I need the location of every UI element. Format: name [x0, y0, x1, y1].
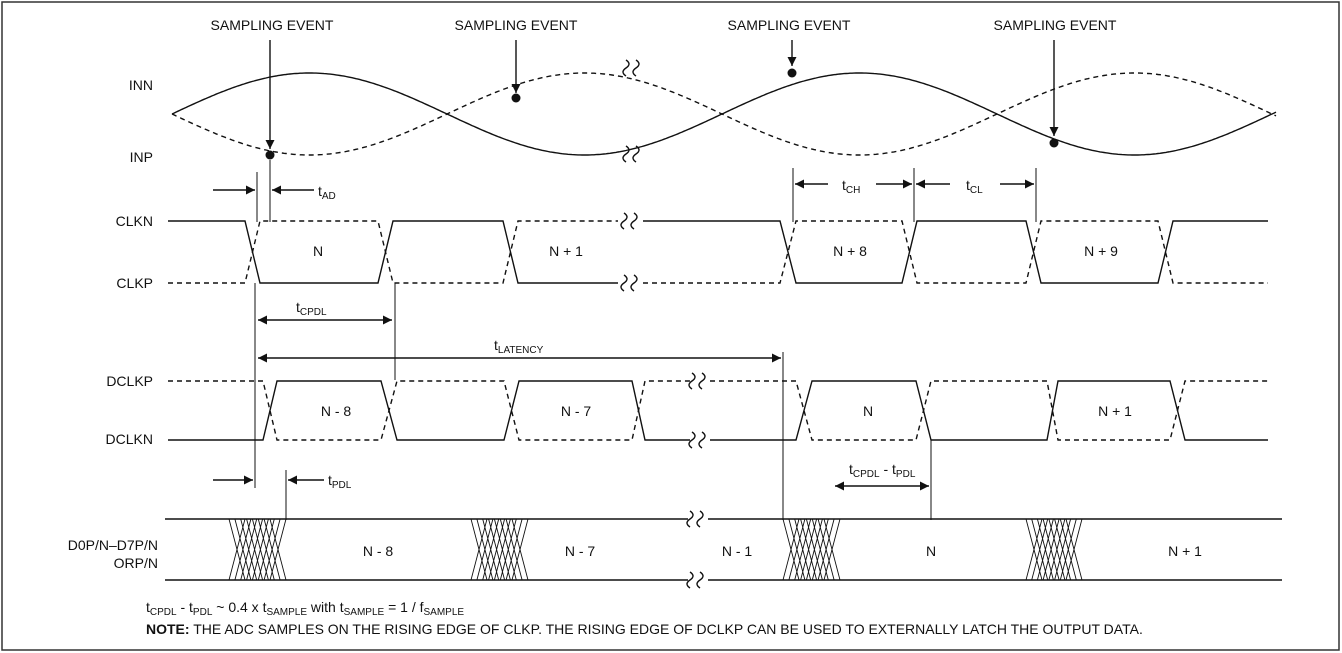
tdiff-label: tCPDL - tPDL — [849, 461, 916, 480]
dclk-period-label-2: N - 7 — [561, 403, 592, 419]
inn-waveform — [171, 72, 1277, 156]
signal-label-inp: INP — [130, 149, 153, 165]
sampling-event-label-4: SAMPLING EVENT — [994, 17, 1117, 33]
break-mark-sine-top — [622, 59, 640, 77]
tpdl-label: tPDL — [328, 472, 352, 491]
sampling-event-label-1: SAMPLING EVENT — [211, 17, 334, 33]
tlatency-label: tLATENCY — [494, 337, 544, 356]
clk-period-label-3: N + 8 — [833, 243, 867, 259]
data-transition-hatch-4 — [1025, 518, 1083, 581]
tcl-label: tCL — [966, 177, 983, 196]
data-label-3: N - 1 — [722, 543, 753, 559]
data-transition-hatch-1 — [228, 518, 287, 581]
break-mark-bus-top — [686, 510, 704, 528]
sampling-event-label-2: SAMPLING EVENT — [455, 17, 578, 33]
break-mark-clk-top — [620, 212, 638, 230]
clk-period-label-2: N + 1 — [549, 243, 583, 259]
inp-waveform — [171, 72, 1277, 156]
dclk-period-label-4: N + 1 — [1098, 403, 1132, 419]
data-label-4: N — [926, 543, 936, 559]
signal-label-orp: ORP/N — [114, 555, 158, 571]
sampling-event-label-3: SAMPLING EVENT — [728, 17, 851, 33]
break-mark-bus-bottom — [686, 571, 704, 589]
sample-point-3 — [787, 68, 797, 78]
footer-formula: tCPDL - tPDL ~ 0.4 x tSAMPLE with tSAMPL… — [146, 599, 464, 618]
signal-label-data: D0P/N–D7P/N — [68, 537, 158, 553]
dclk-period-label-1: N - 8 — [321, 403, 352, 419]
clk-period-label-1: N — [313, 243, 323, 259]
signal-label-clkn: CLKN — [116, 213, 153, 229]
data-transition-hatch-2 — [470, 518, 529, 581]
footer-note: NOTE: THE ADC SAMPLES ON THE RISING EDGE… — [146, 621, 1143, 637]
clkp-waveform — [168, 220, 1268, 284]
signal-label-inn: INN — [129, 77, 153, 93]
data-transition-hatch-3 — [782, 518, 841, 581]
dclk-period-label-3: N — [863, 403, 873, 419]
sample-point-4 — [1049, 138, 1059, 148]
data-label-1: N - 8 — [363, 543, 394, 559]
signal-label-clkp: CLKP — [116, 275, 153, 291]
break-mark-clk-bottom — [620, 274, 638, 292]
sample-point-2 — [511, 93, 521, 103]
data-transition-hatches — [228, 518, 1083, 581]
signal-label-dclkp: DCLKP — [106, 373, 153, 389]
signal-label-dclkn: DCLKN — [106, 431, 153, 447]
break-mark-dclk-top — [688, 372, 706, 390]
break-mark-sine-bottom — [622, 145, 640, 163]
data-label-5: N + 1 — [1168, 543, 1202, 559]
tch-label: tCH — [842, 177, 860, 196]
sample-point-1 — [265, 150, 275, 160]
dclkn-waveform — [168, 380, 1268, 441]
break-mark-dclk-bottom — [688, 431, 706, 449]
data-label-2: N - 7 — [565, 543, 596, 559]
tad-label: tAD — [318, 183, 336, 202]
tcpdl-label: tCPDL — [296, 299, 327, 318]
clk-period-label-4: N + 9 — [1084, 243, 1118, 259]
